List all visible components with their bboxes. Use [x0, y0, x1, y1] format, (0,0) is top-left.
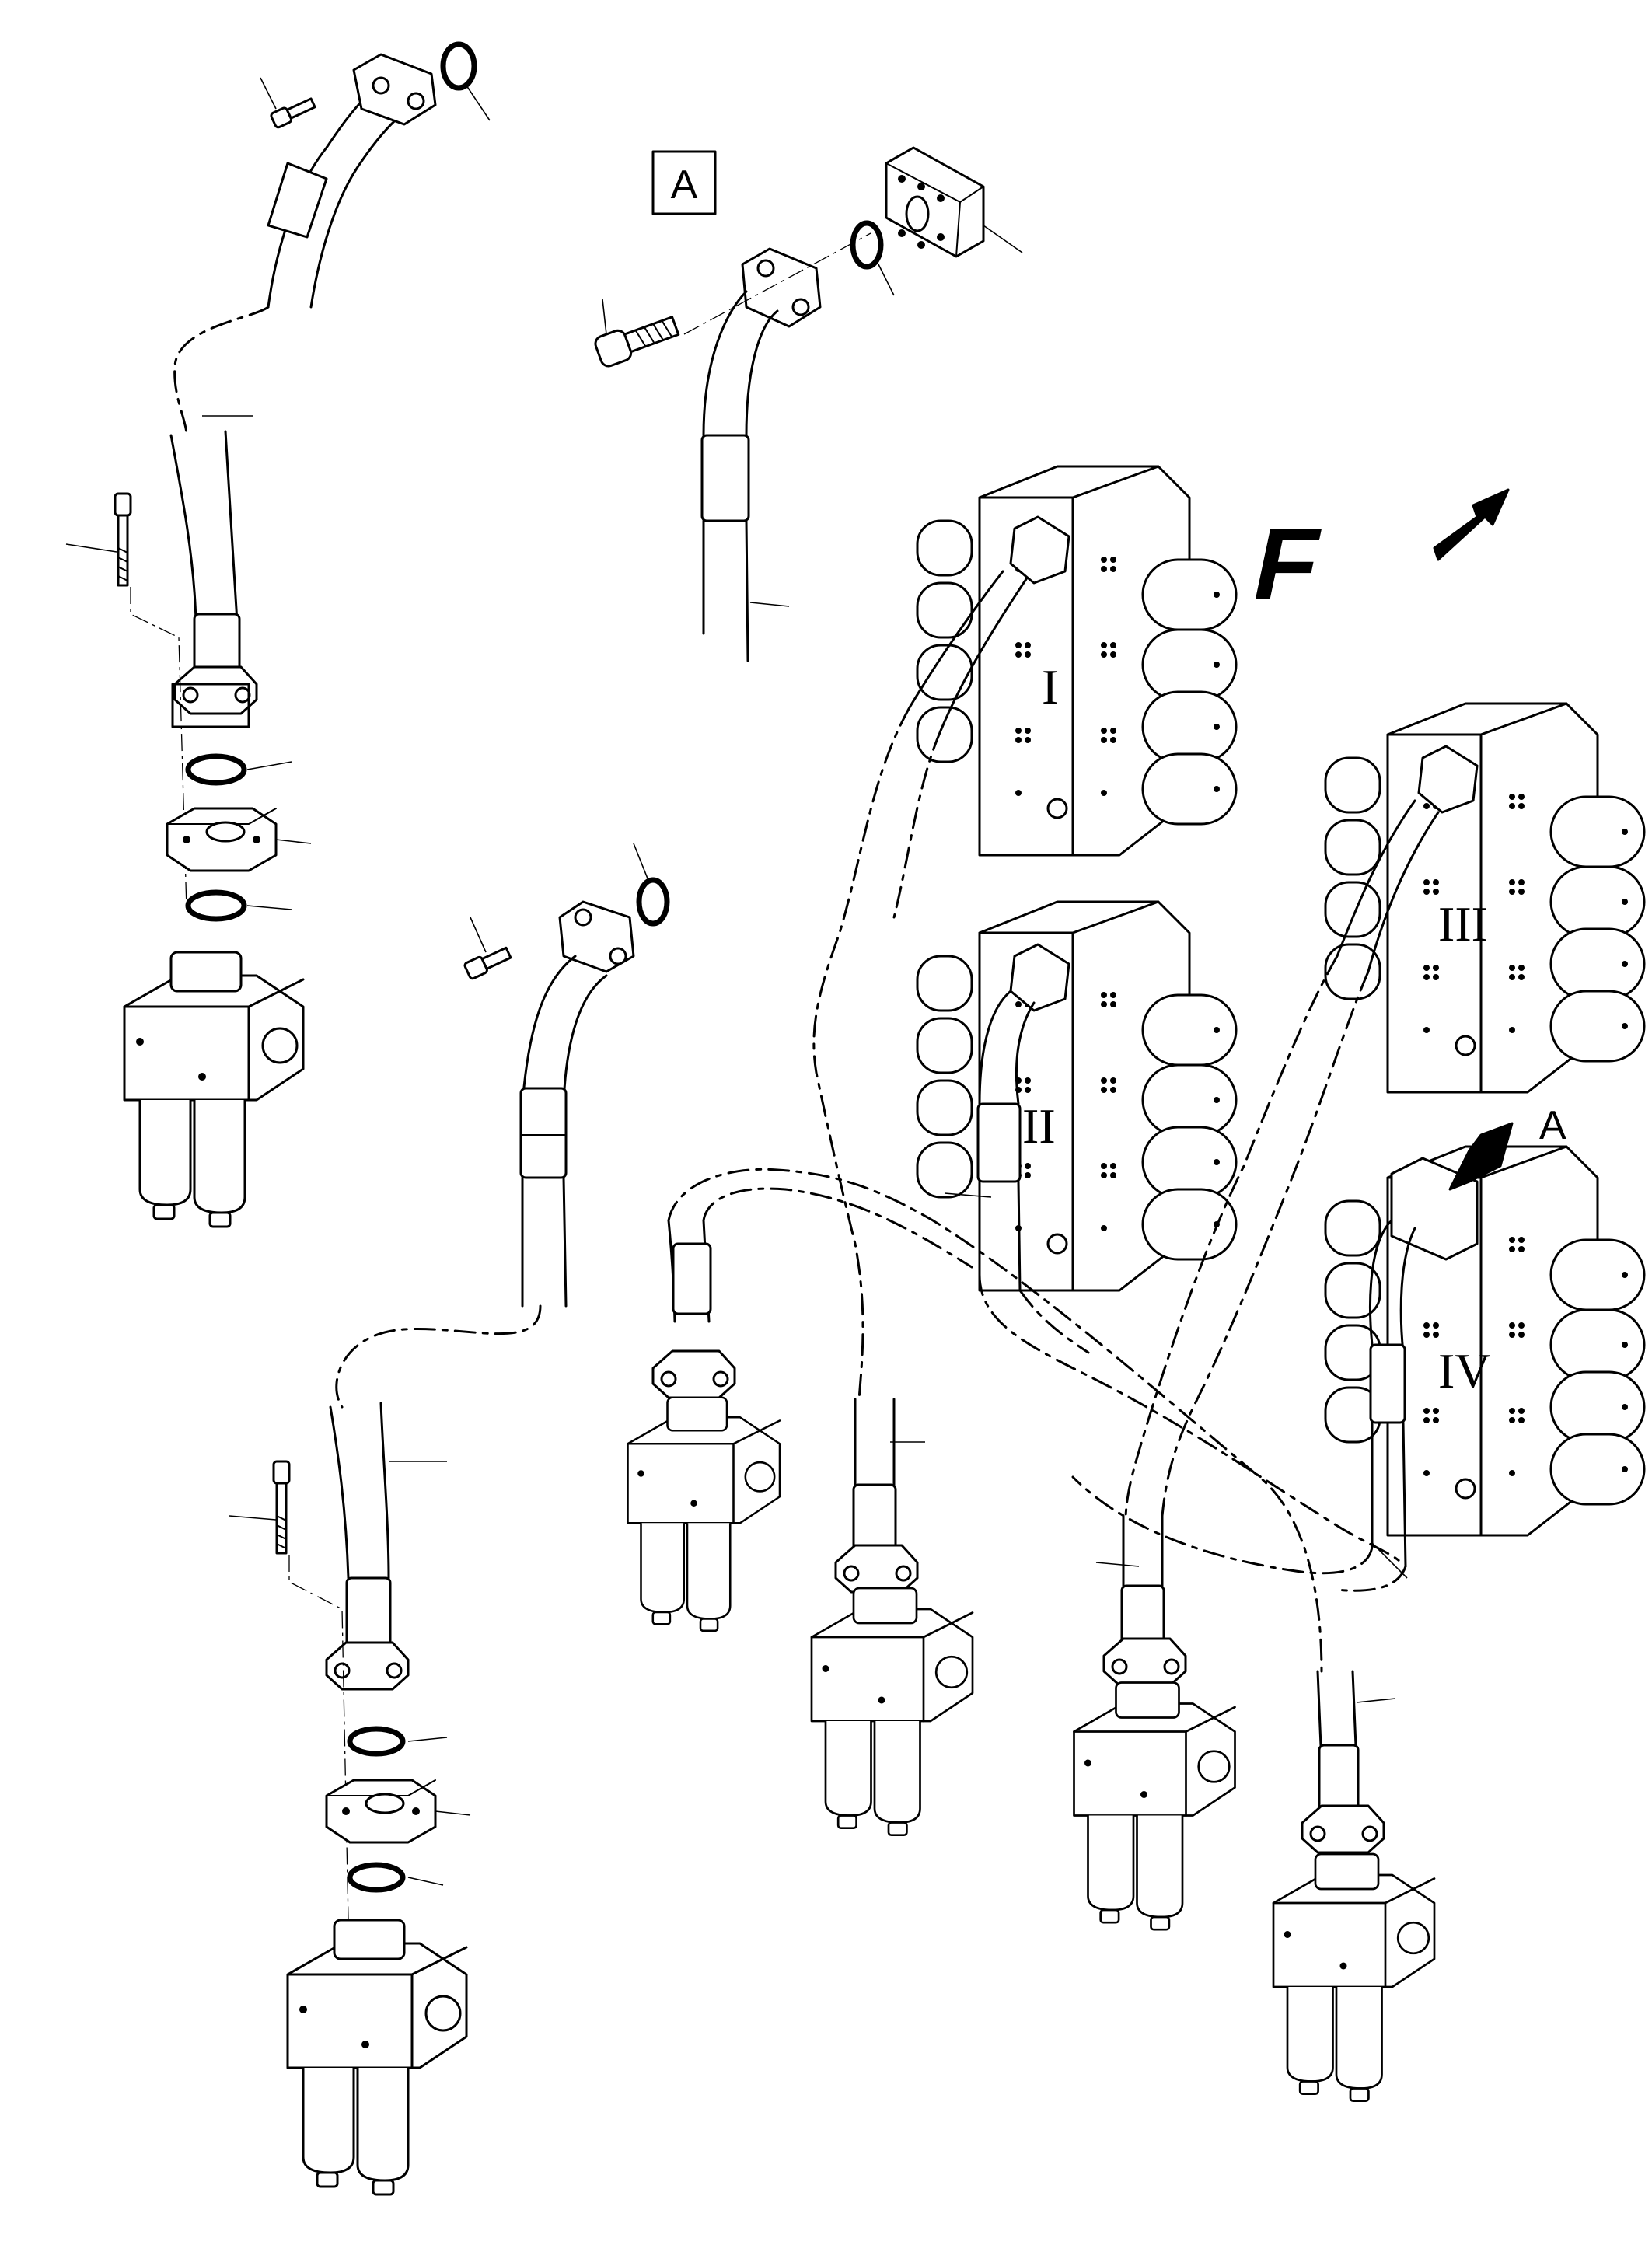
- view-arrow-icon: [1448, 1122, 1514, 1191]
- direction-arrow-icon: [1433, 488, 1510, 561]
- detail-a-assembly: A: [594, 146, 1023, 662]
- valve-stack-i: I: [908, 465, 1238, 857]
- left-bottom-hose-assembly: [229, 1402, 471, 2196]
- detail-a-label: A: [671, 162, 698, 208]
- detail-a-box: [651, 150, 717, 215]
- valve-label-iii: III: [1438, 896, 1488, 951]
- valve-label-ii: II: [1022, 1098, 1056, 1154]
- valve-stack-iii: III: [1324, 702, 1646, 1094]
- pilot-valve-4: [1272, 1670, 1436, 2103]
- pilot-valve-3: [1073, 1514, 1236, 1931]
- direction-label: F: [1244, 507, 1329, 620]
- valve-label-i: I: [1042, 659, 1058, 714]
- valve-stack-iv: IV A: [1324, 1103, 1646, 1568]
- centre-hose-assembly: [335, 843, 670, 1409]
- hose-routes-dashed: [667, 706, 1408, 1673]
- pilot-valve-1: [627, 1219, 781, 1632]
- valve-label-iv: IV: [1438, 1343, 1491, 1398]
- valve-stack-ii: II: [916, 900, 1238, 1292]
- left-top-hose-assembly: [65, 41, 491, 1228]
- pilot-valve-2: [810, 1398, 974, 1837]
- direction-indicator: F: [1244, 488, 1510, 620]
- view-arrow-label: A: [1539, 1103, 1566, 1148]
